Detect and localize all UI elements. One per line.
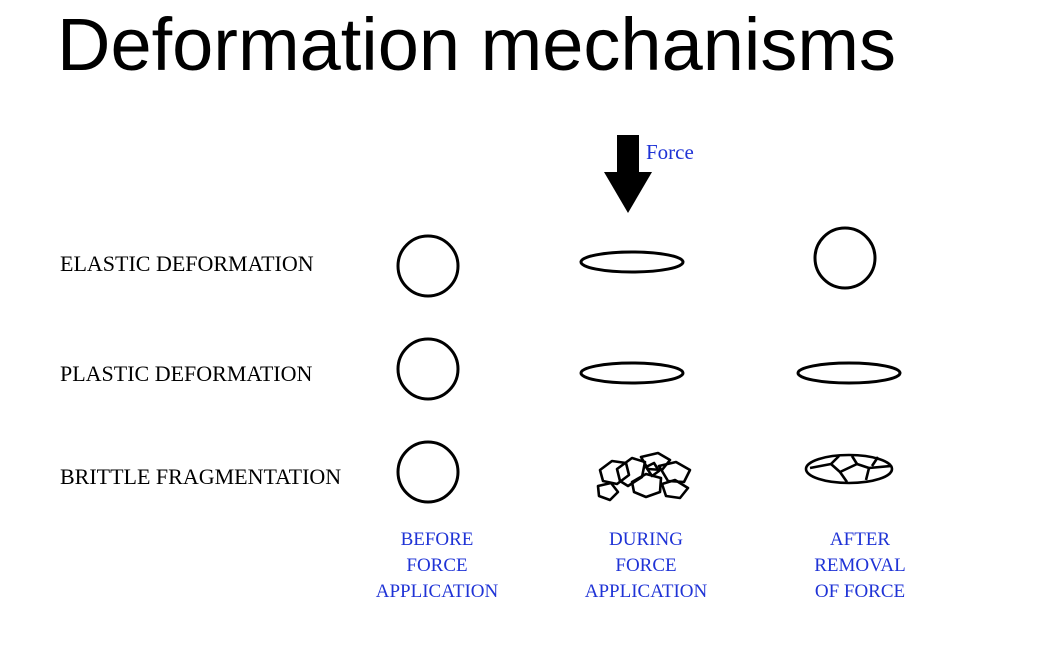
brittle-fractured-ellipse-icon: [804, 453, 894, 485]
column-label-after-line-3: OF FORCE: [814, 581, 906, 602]
elastic-before-circle: [396, 234, 460, 298]
brittle-fragments-icon: [596, 451, 692, 502]
column-label-before-line-3: APPLICATION: [375, 581, 499, 602]
row-label-elastic: ELASTIC DEFORMATION: [60, 251, 314, 276]
column-label-during-line-3: APPLICATION: [584, 581, 708, 602]
plastic-after-ellipse: [796, 361, 902, 385]
column-label-during-line-1: DURING: [609, 529, 683, 550]
column-label-before: BEFORE FORCE APPLICATION: [357, 527, 517, 605]
elastic-after-circle: [813, 226, 877, 290]
column-label-before-line-2: FORCE: [406, 555, 468, 576]
column-label-before-line-1: BEFORE: [400, 529, 474, 550]
row-label-plastic: PLASTIC DEFORMATION: [60, 361, 313, 386]
slide-title: Deformation mechanisms: [57, 3, 896, 86]
column-label-after-line-2: REMOVAL: [814, 555, 906, 576]
plastic-before-circle: [396, 337, 460, 401]
column-label-during-line-2: FORCE: [615, 555, 677, 576]
column-label-after: AFTER REMOVAL OF FORCE: [780, 527, 940, 605]
row-label-brittle: BRITTLE FRAGMENTATION: [60, 464, 342, 489]
force-arrow-icon: [604, 135, 652, 213]
plastic-during-ellipse: [579, 361, 685, 385]
column-label-after-line-1: AFTER: [829, 529, 891, 550]
brittle-before-circle: [396, 440, 460, 504]
force-label: Force: [646, 140, 694, 164]
column-label-during: DURING FORCE APPLICATION: [566, 527, 726, 605]
elastic-during-ellipse: [579, 250, 685, 274]
